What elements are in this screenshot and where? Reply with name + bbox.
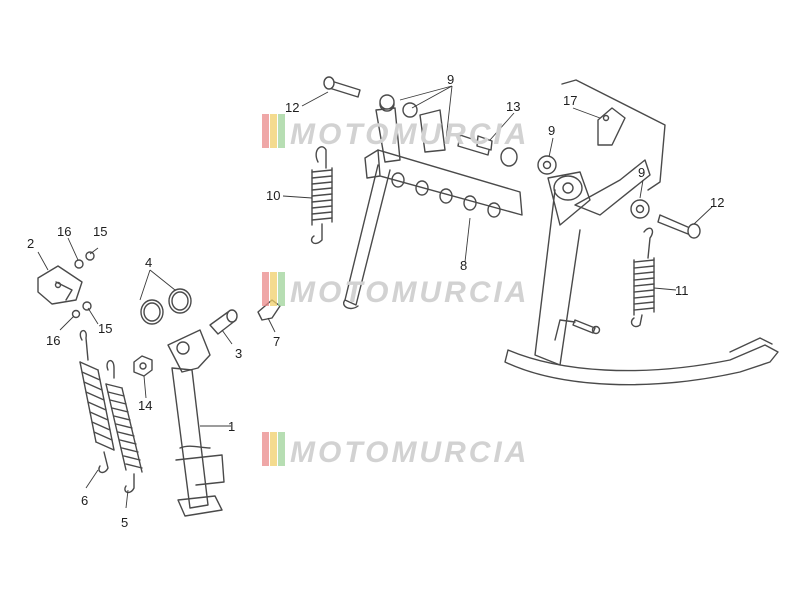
watermark-text: MOTOMURCIA [290, 276, 529, 309]
callout-3: 3 [235, 346, 242, 361]
callout-9: 9 [447, 72, 454, 87]
nut-part [133, 355, 153, 377]
side-stand-part [167, 329, 225, 517]
callout-15: 15 [93, 224, 107, 239]
fastener-part [476, 135, 493, 151]
watermark-text: MOTOMURCIA [290, 436, 529, 469]
callout-8: 8 [460, 258, 467, 273]
callout-9: 9 [548, 123, 555, 138]
pivot-pin-part [209, 309, 238, 335]
spring-6-part [79, 330, 115, 474]
callout-4: 4 [145, 255, 152, 270]
callout-16: 16 [46, 333, 60, 348]
watermark-text: MOTOMURCIA [290, 118, 529, 151]
sensor-switch-part [37, 265, 83, 305]
spring-5-part [105, 360, 143, 494]
callout-2: 2 [27, 236, 34, 251]
callout-17: 17 [563, 93, 577, 108]
callout-7: 7 [273, 334, 280, 349]
callout-5: 5 [121, 515, 128, 530]
callout-12: 12 [710, 195, 724, 210]
callout-13: 13 [506, 99, 520, 114]
bracket-part [561, 79, 666, 191]
callout-11: 11 [675, 283, 689, 298]
bushing-part [379, 94, 650, 219]
callout-12: 12 [285, 100, 299, 115]
o-ring-part [140, 288, 192, 325]
watermark-logo: MOTOMURCIA MOTOMURCIA MOTOMURCIA [262, 114, 529, 469]
callout-16: 16 [57, 224, 71, 239]
leader-lines [37, 85, 713, 509]
callout-14: 14 [138, 398, 152, 413]
callout-labels: 1 2 3 4 5 6 7 8 9 9 9 10 11 12 12 13 14 … [27, 72, 724, 530]
callout-15: 15 [98, 321, 112, 336]
center-stand-part [343, 96, 779, 386]
bolt-part [323, 76, 701, 239]
callout-1: 1 [228, 419, 235, 434]
spring-11-part [630, 227, 655, 328]
callout-10: 10 [266, 188, 280, 203]
callout-6: 6 [81, 493, 88, 508]
callout-9: 9 [638, 165, 645, 180]
spring-10-part [310, 146, 333, 245]
small-hardware-part [71, 251, 95, 319]
